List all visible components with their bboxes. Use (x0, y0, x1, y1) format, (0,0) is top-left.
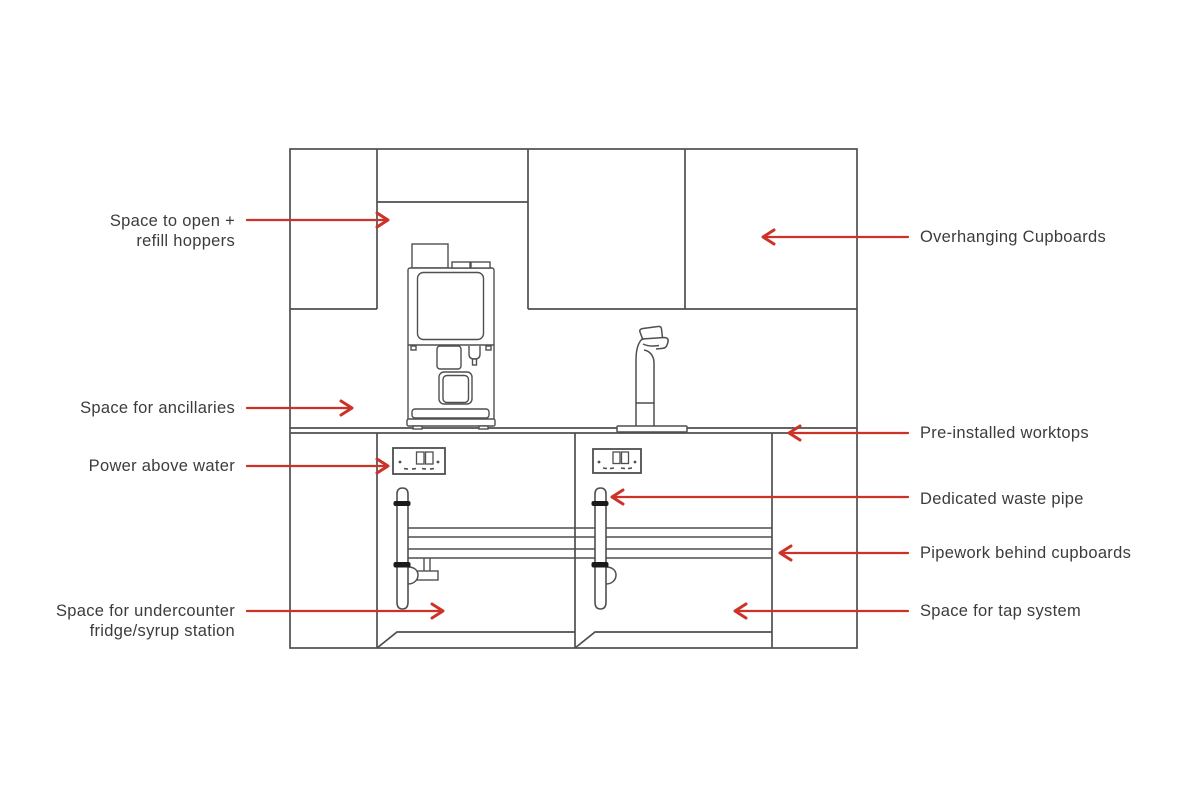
machine-top-strip (451, 261, 471, 269)
horizontal-pipework (408, 527, 772, 581)
annotation-space-for-ancillaries: Space for ancillaries (80, 398, 235, 418)
arrow-overhanging-cupboards (761, 228, 910, 246)
machine-clip (410, 345, 417, 351)
cabinet-structure-outline (289, 148, 858, 649)
arrow-power-above-water (245, 457, 390, 475)
tap-neck-left (635, 338, 643, 361)
power-socket-right (592, 448, 642, 474)
annotation-arrows (245, 211, 910, 620)
arrow-space-for-tap-system (733, 602, 910, 620)
plinth-line-right-opening (574, 631, 772, 649)
annotation-space-for-tap-system: Space for tap system (920, 601, 1081, 621)
machine-dispense-chute (436, 345, 462, 370)
waste-pipe-left (393, 487, 419, 610)
socket-switch (620, 451, 630, 465)
socket-switch (612, 451, 621, 465)
machine-cup-recess-inner (442, 374, 470, 404)
annotation-text: Space for undercounter (55, 602, 235, 620)
tap-handle (639, 325, 664, 341)
annotation-text: Pre-installed worktops (920, 424, 1089, 442)
annotation-space-to-open-refill-hoppers: Space to open + refill hoppers (110, 211, 235, 251)
power-socket-left (392, 447, 446, 475)
coffee-syrup-machine (406, 243, 496, 430)
pipe-trap-bump (407, 566, 419, 585)
arrow-space-for-undercounter-fridge (245, 602, 445, 620)
pipe-coupling-band (393, 562, 411, 568)
machine-foot (478, 425, 489, 430)
pipe-coupling-band (393, 501, 411, 506)
annotation-power-above-water: Power above water (89, 456, 235, 476)
annotation-text: Space for tap system (920, 602, 1081, 620)
plinth-line-left-opening (376, 631, 575, 649)
annotation-pipework-behind-cupboards: Pipework behind cupboards (920, 543, 1131, 563)
arrow-dedicated-waste-pipe (610, 488, 910, 506)
machine-top-strip (470, 261, 491, 269)
arrow-space-for-ancillaries (245, 399, 354, 417)
annotation-pre-installed-worktops: Pre-installed worktops (920, 423, 1089, 443)
machine-base (406, 418, 496, 427)
socket-switch (424, 451, 434, 465)
annotation-dedicated-waste-pipe: Dedicated waste pipe (920, 489, 1084, 509)
machine-clip (485, 345, 492, 351)
arrow-pipework-behind-cupboards (778, 544, 910, 562)
machine-drip-tray (411, 408, 490, 419)
machine-screen-panel (416, 271, 485, 341)
annotation-text: Space to open + (109, 212, 235, 230)
pipe-body (594, 487, 607, 610)
annotation-text: fridge/syrup station (89, 622, 235, 640)
waste-pipe-right (591, 487, 617, 610)
annotation-text: Power above water (88, 457, 235, 475)
annotation-overhanging-cupboards: Overhanging Cupboards (920, 227, 1106, 247)
annotation-text: refill hoppers (136, 232, 235, 250)
tap-base-plate (616, 425, 688, 433)
annotation-text: Dedicated waste pipe (920, 490, 1084, 508)
socket-pin-holes (597, 460, 637, 470)
pipe-body (396, 487, 409, 610)
machine-nozzle (468, 346, 481, 360)
socket-pin-holes (398, 460, 440, 470)
annotation-text: Overhanging Cupboards (920, 228, 1107, 246)
water-tap (616, 325, 688, 433)
tap-spout-inner-line (642, 343, 660, 347)
annotation-space-for-undercounter-fridge-syrup-station: Space for undercounter fridge/syrup stat… (56, 601, 235, 641)
arrow-pre-installed-worktops (787, 424, 910, 442)
machine-hopper (411, 243, 449, 269)
pipe-coupling-band (591, 501, 609, 506)
machine-foot (412, 425, 423, 430)
annotation-text: Space for ancillaries (80, 399, 235, 417)
socket-switch (415, 451, 425, 465)
annotation-text: Pipework behind cupboards (920, 544, 1132, 562)
machine-nozzle-tip (471, 358, 478, 366)
pipe-coupling-band (591, 562, 609, 568)
arrow-space-to-open-refill-hoppers (245, 211, 390, 229)
outer-unit-outline (289, 148, 858, 649)
tap-neck-right (643, 349, 655, 364)
pipe-trap-bump (605, 566, 617, 585)
tap-spout (641, 336, 669, 350)
